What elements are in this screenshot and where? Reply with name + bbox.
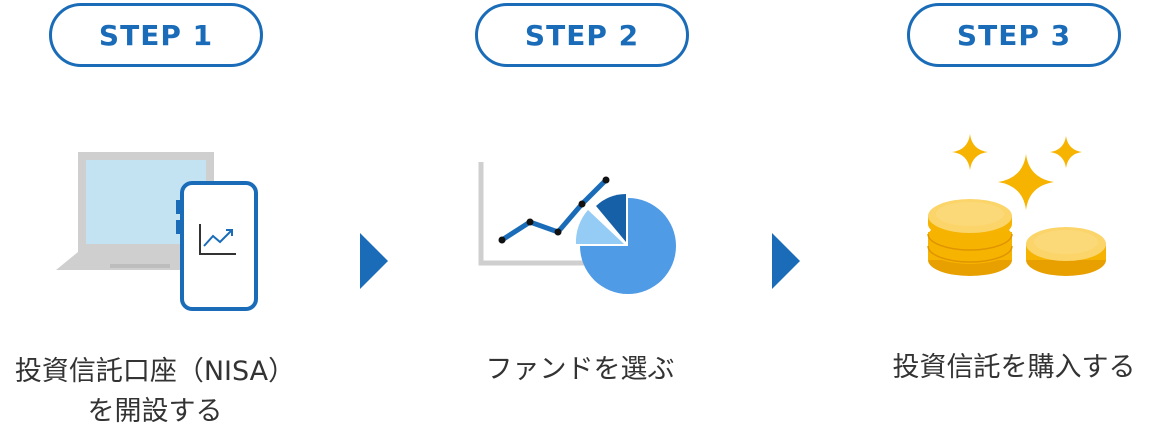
arrow-right-icon [772, 233, 800, 289]
laptop-phone-icon [56, 152, 258, 311]
step-3-caption: 投資信託を購入する [844, 348, 1152, 388]
step-1-caption-line1: 投資信託口座（NISA） [14, 356, 296, 387]
step-3-badge: STEP 3 [907, 3, 1121, 67]
step-3: STEP 3 投資信託を購入する [832, 0, 1152, 432]
step-1-caption: 投資信託口座（NISA） を開設する [0, 352, 325, 432]
step-2-caption: ファンドを選ぶ [410, 350, 750, 390]
step-1: STEP 1 投資信託口座（NISA） を開設する [0, 0, 320, 432]
chart-pie-icon [478, 162, 676, 294]
coin-single [1026, 227, 1106, 276]
step-3-caption-line1: 投資信託を購入する [892, 352, 1136, 383]
step-2-caption-line1: ファンドを選ぶ [485, 354, 675, 385]
step-2-label: STEP 2 [524, 18, 640, 52]
coin-stack [927, 199, 1013, 276]
step-2: STEP 2 ファンドを選ぶ [420, 0, 740, 432]
step-1-badge: STEP 1 [49, 3, 263, 67]
step-3-label: STEP 3 [956, 18, 1072, 52]
step-2-badge: STEP 2 [475, 3, 689, 67]
coins-sparkle-icon [927, 134, 1106, 276]
step-1-caption-line2: を開設する [87, 396, 223, 427]
step-1-label: STEP 1 [98, 18, 214, 52]
arrow-right-icon [360, 233, 388, 289]
